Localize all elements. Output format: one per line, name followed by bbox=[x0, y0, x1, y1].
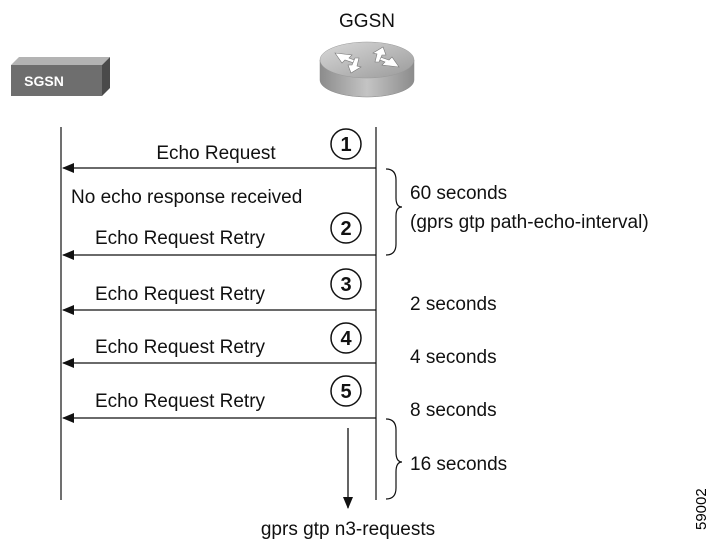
n3-requests-label: gprs gtp n3-requests bbox=[261, 519, 435, 540]
figure-id: 59002 bbox=[693, 488, 710, 530]
message-label: Echo Request Retry bbox=[95, 337, 266, 358]
interval-command: (gprs gtp path-echo-interval) bbox=[410, 212, 649, 233]
interval-brace bbox=[385, 168, 403, 256]
no-response-note: No echo response received bbox=[71, 187, 302, 208]
retry-timing-4: 16 seconds bbox=[410, 454, 507, 475]
message-label: Echo Request Retry bbox=[95, 228, 266, 249]
interval-seconds: 60 seconds bbox=[410, 183, 507, 204]
final-brace bbox=[385, 418, 403, 500]
message-label: Echo Request bbox=[156, 143, 276, 164]
step-number: 3 bbox=[340, 274, 351, 296]
step-number: 2 bbox=[340, 218, 351, 240]
message-label: Echo Request Retry bbox=[95, 391, 266, 412]
step-badge bbox=[330, 375, 362, 407]
retry-timing-3: 8 seconds bbox=[410, 400, 497, 421]
step-badge bbox=[330, 128, 362, 160]
retry-timing-2: 4 seconds bbox=[410, 347, 497, 368]
sgsn-box: SGSN bbox=[11, 57, 110, 96]
step-badge bbox=[330, 322, 362, 354]
step-number: 1 bbox=[340, 134, 351, 156]
sgsn-label: SGSN bbox=[24, 73, 64, 89]
step-number: 5 bbox=[340, 381, 351, 403]
message-label: Echo Request Retry bbox=[95, 284, 266, 305]
step-number: 4 bbox=[340, 328, 352, 350]
step-badge bbox=[330, 268, 362, 300]
step-badge bbox=[330, 212, 362, 244]
router-icon bbox=[319, 41, 415, 98]
ggsn-label: GGSN bbox=[339, 11, 395, 32]
retry-timing-1: 2 seconds bbox=[410, 294, 497, 315]
